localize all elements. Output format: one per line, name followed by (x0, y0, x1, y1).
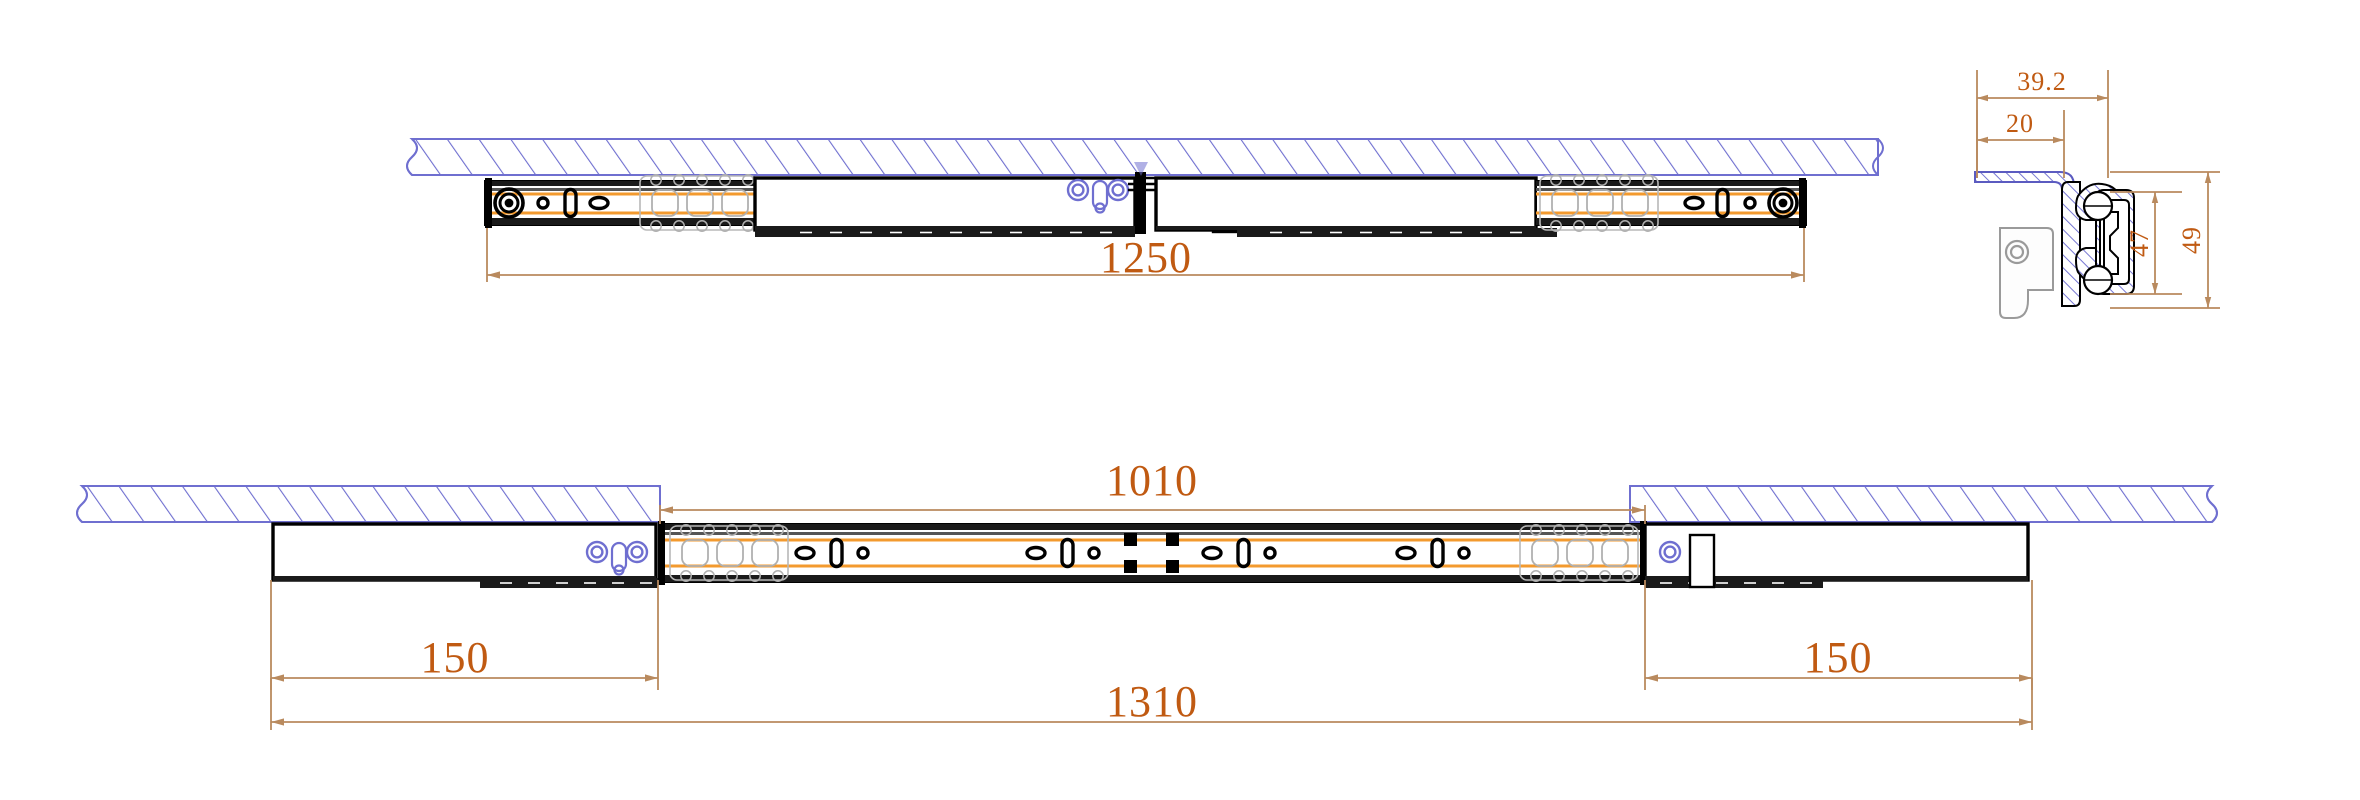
cabinet-panel-top (406, 138, 1884, 176)
section-drawer-bracket (1999, 227, 2054, 319)
dimension-value-49: 49 (2177, 226, 2206, 254)
right-rail-fixing-holes (1683, 187, 1799, 219)
slide-right-outer-rail (1535, 178, 1807, 228)
top-view-closed-assembly: 1250 (406, 138, 1884, 282)
bottom-view-extended-assembly: 1010 150 150 1310 (76, 456, 2218, 730)
centre-stop-marks (1124, 533, 1179, 573)
dimension-closed-length: 1250 (486, 228, 1805, 282)
dimension-value-20: 20 (2006, 109, 2034, 138)
dimension-value-1010: 1010 (1106, 456, 1198, 505)
cross-section-detail-view: 39.2 20 47 49 (1974, 67, 2220, 319)
dimension-bracket-width: 20 (1976, 109, 2065, 178)
dimension-value-150-right: 150 (1804, 633, 1873, 682)
dimension-travel: 1010 (659, 456, 1646, 524)
dimension-left-extension: 150 (270, 580, 659, 690)
extended-centre-rail (658, 521, 1647, 585)
extended-left-member (271, 522, 658, 588)
left-lower-rail-strip (755, 228, 1135, 237)
section-ball-bearing-lower (2082, 264, 2114, 296)
slide-left-outer-rail (484, 178, 756, 228)
dimension-overall-width: 39.2 (1976, 67, 2109, 178)
left-rail-fixing-holes (493, 187, 610, 219)
section-ball-bearing-upper (2082, 190, 2114, 222)
cabinet-panel-bottom-left (76, 485, 661, 523)
slide-right-intermediate-member (1154, 176, 1538, 232)
section-outer-rail-profile (2061, 181, 2081, 307)
dimension-value-150-left: 150 (421, 633, 490, 682)
dimension-right-extension: 150 (1644, 580, 2033, 690)
dimension-value-1250: 1250 (1100, 233, 1192, 282)
cabinet-panel-bottom-right (1629, 485, 2218, 523)
dimension-inner-height: 47 (2110, 191, 2182, 295)
right-lower-rail-strip (1237, 228, 1557, 237)
extended-right-member (1643, 522, 2030, 589)
dimension-total-length: 1310 (270, 677, 2033, 730)
dimension-value-1310: 1310 (1106, 677, 1198, 726)
dimension-value-47: 47 (2125, 229, 2154, 257)
dimension-outer-height: 49 (2110, 171, 2220, 309)
dimension-value-39-2: 39.2 (2017, 67, 2067, 96)
slide-left-intermediate-member (753, 176, 1137, 232)
